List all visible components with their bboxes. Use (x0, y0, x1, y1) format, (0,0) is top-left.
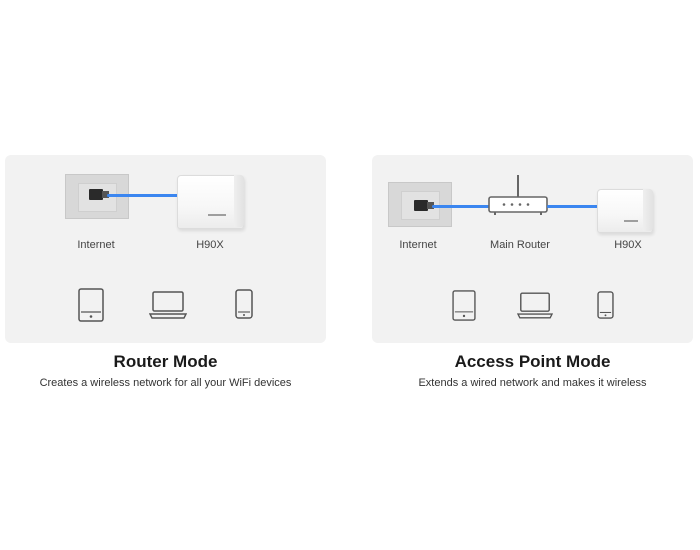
laptop-icon (517, 292, 553, 319)
internet-label: Internet (388, 239, 448, 251)
laptop-icon (149, 291, 187, 319)
router-mode-panel: Internet H90X (5, 155, 326, 343)
node-label: H90X (598, 239, 658, 251)
tablet-icon (78, 288, 104, 322)
ethernet-cable (547, 205, 601, 208)
node-label: H90X (180, 239, 240, 251)
tablet-icon (452, 290, 476, 321)
router-mode-description: Creates a wireless network for all your … (5, 377, 326, 389)
phone-icon (597, 291, 614, 319)
access-point-mode-description: Extends a wired network and makes it wir… (372, 377, 693, 389)
ethernet-cable (432, 205, 490, 208)
access-point-mode-panel: Internet Main Router H90X (372, 155, 693, 343)
ethernet-cable (107, 194, 179, 197)
router-icon (487, 173, 549, 217)
internet-label: Internet (66, 239, 126, 251)
mesh-router-icon (597, 189, 653, 233)
mesh-router-icon (177, 175, 244, 229)
access-point-mode-title: Access Point Mode (372, 352, 693, 372)
phone-icon (235, 289, 253, 319)
main-router-label: Main Router (480, 239, 560, 251)
ethernet-plug-icon (414, 200, 428, 211)
router-mode-title: Router Mode (5, 352, 326, 372)
ethernet-plug-icon (89, 189, 103, 200)
